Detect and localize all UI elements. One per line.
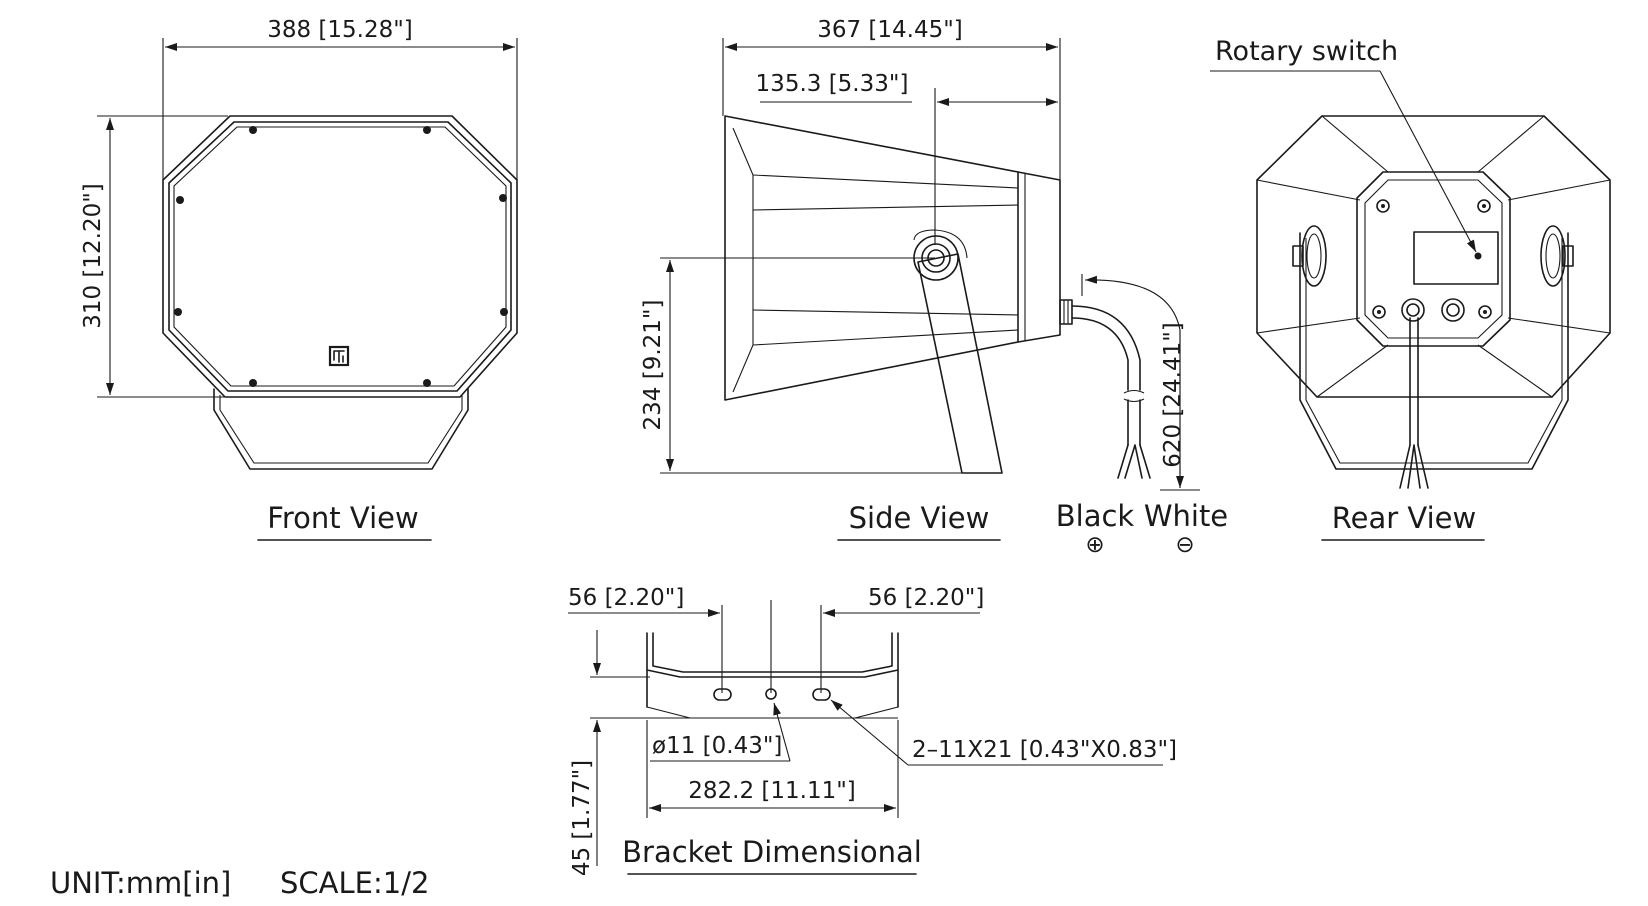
side-length-dim: 367 [14.45"] [817, 17, 963, 43]
side-pivot-dim: 135.3 [5.33"] [756, 71, 909, 97]
bracket-height-dim: 45 [1.77"] [569, 760, 595, 876]
bracket-dimensional: 56 [2.20"] 56 [2.20"] 45 [1.77"] ø11 [0.… [568, 585, 1177, 876]
rear-view-label: Rear View [1332, 501, 1476, 535]
bracket-center-hole [765, 688, 777, 700]
front-view-label: Front View [267, 501, 418, 535]
bracket-slot-left [713, 688, 732, 701]
rear-label-plate [1413, 231, 1499, 285]
wire-black-label: Black [1056, 499, 1135, 533]
rotary-switch-callout: Rotary switch [1215, 36, 1398, 67]
bracket-profile [646, 632, 899, 678]
bracket-width-dim: 282.2 [11.11"] [688, 778, 856, 804]
front-housing-outer [162, 115, 518, 398]
side-view-label: Side View [849, 501, 990, 535]
side-bracket-arm [917, 253, 1003, 474]
bracket-view-label: Bracket Dimensional [622, 835, 922, 869]
front-width-dim: 388 [15.28"] [267, 17, 413, 43]
bracket-right-dim: 56 [2.20"] [868, 585, 984, 611]
side-view: 367 [14.45"] 135.3 [5.33"] 234 [9.21"] [640, 17, 1228, 558]
front-bracket [213, 388, 469, 470]
front-height-dim: 310 [12.20"] [80, 183, 106, 329]
cable-length-dim: 620 [24.41"] [1160, 322, 1186, 468]
bracket-left-dim: 56 [2.20"] [568, 585, 684, 611]
rear-bracket [1299, 232, 1569, 470]
bracket-slot-right [812, 688, 831, 701]
side-pivot-height-dim: 234 [9.21"] [640, 300, 666, 431]
brand-logo [328, 345, 350, 367]
side-cable [1071, 305, 1141, 391]
rear-view: Rotary switch Rear View [1210, 36, 1611, 541]
unit-note: UNIT:mm[in] [50, 866, 231, 900]
rear-housing-outer [1256, 115, 1611, 398]
wire-black-polarity: ⊕ [1085, 532, 1104, 558]
wire-white-polarity: ⊖ [1175, 532, 1194, 558]
wire-white-label: White [1144, 499, 1228, 533]
bracket-hole-dim: ø11 [0.43"] [652, 733, 782, 759]
front-view: 388 [15.28"] 310 [12.20"] Front View [80, 17, 518, 541]
bracket-slots-dim: 2–11X21 [0.43"X0.83"] [912, 737, 1177, 763]
scale-note: SCALE:1/2 [280, 866, 429, 900]
